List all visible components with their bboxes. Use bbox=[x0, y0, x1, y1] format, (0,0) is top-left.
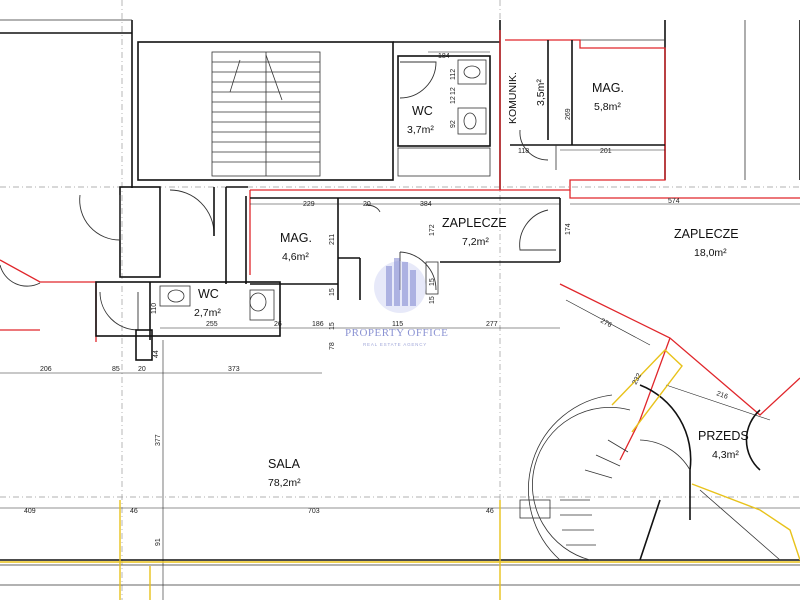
dimension-label: 78 bbox=[329, 342, 336, 350]
room-zaplecze-right: ZAPLECZE 18,0m² bbox=[674, 227, 739, 259]
dimension-label: 703 bbox=[308, 508, 320, 515]
dimension-label: 206 bbox=[40, 366, 52, 373]
room-name: ZAPLECZE bbox=[674, 227, 739, 241]
dimension-label: 91 bbox=[155, 538, 162, 546]
room-zaplecze-mid: ZAPLECZE 7,2m² bbox=[442, 216, 507, 248]
room-area: 18,0m² bbox=[694, 247, 727, 259]
dimension-label: 174 bbox=[565, 223, 572, 235]
dimension-label: 15 bbox=[429, 296, 436, 304]
watermark-title: PROPERTY OFFICE bbox=[345, 327, 448, 339]
room-przeds: PRZEDS 4,3m² bbox=[698, 429, 749, 461]
dimension-label: 115 bbox=[392, 321, 403, 328]
room-labels: WC 3,7m² KOMUNIK. 3,5m² MAG. 5,8m² MAG. … bbox=[194, 72, 749, 489]
dimension-label: 44 bbox=[153, 350, 160, 358]
room-area: 4,6m² bbox=[282, 251, 309, 263]
dimension-label: 255 bbox=[206, 321, 218, 328]
dimension-labels: 184 112 12 12 92 269 118 201 574 229 20 … bbox=[24, 53, 729, 546]
dimension-label: 211 bbox=[329, 234, 336, 245]
room-name: WC bbox=[198, 287, 219, 301]
dimension-label: 85 bbox=[112, 366, 120, 373]
dimension-lines bbox=[0, 51, 800, 600]
dimension-label: 112 bbox=[450, 69, 457, 80]
dimension-label: 46 bbox=[486, 508, 494, 515]
room-area: 5,8m² bbox=[594, 101, 621, 113]
dimension-label: 201 bbox=[600, 148, 612, 155]
room-wc-left: WC 2,7m² bbox=[194, 287, 221, 319]
room-area: 3,5m² bbox=[535, 79, 547, 106]
wc-top-walls bbox=[397, 55, 491, 177]
room-wc-top: WC 3,7m² bbox=[407, 104, 434, 136]
room-name: MAG. bbox=[280, 231, 312, 245]
dimension-label: 12 bbox=[450, 87, 457, 95]
dimension-label: 15 bbox=[429, 278, 436, 286]
room-mag-top: MAG. 5,8m² bbox=[592, 81, 624, 113]
room-mag-left: MAG. 4,6m² bbox=[280, 231, 312, 263]
watermark-logo-icon bbox=[374, 261, 426, 313]
unit-boundary bbox=[0, 30, 800, 461]
room-area: 2,7m² bbox=[194, 307, 221, 319]
dimension-label: 216 bbox=[715, 390, 728, 401]
dimension-label: 574 bbox=[668, 198, 680, 205]
dimension-label: 377 bbox=[155, 434, 162, 446]
watermark: PROPERTY OFFICE REAL ESTATE AGENCY bbox=[345, 258, 448, 347]
mag-zaplecze-walls bbox=[250, 197, 561, 300]
wc-left-walls bbox=[95, 281, 281, 361]
dimension-label: 20 bbox=[138, 366, 146, 373]
room-area: 78,2m² bbox=[268, 477, 301, 489]
dimension-label: 373 bbox=[228, 366, 240, 373]
stair-core bbox=[137, 41, 394, 181]
room-komunik: KOMUNIK. 3,5m² bbox=[507, 72, 547, 124]
spiral-stairs bbox=[528, 349, 800, 561]
room-name: SALA bbox=[268, 457, 301, 471]
outer-walls bbox=[0, 19, 800, 190]
room-name: ZAPLECZE bbox=[442, 216, 507, 230]
dimension-label: 15 bbox=[329, 322, 336, 330]
room-name: PRZEDS bbox=[698, 429, 749, 443]
dimension-label: 229 bbox=[303, 201, 315, 208]
dimension-label: 46 bbox=[130, 508, 138, 515]
dimension-label: 232 bbox=[632, 372, 644, 386]
dimension-label: 15 bbox=[329, 288, 336, 296]
room-area: 7,2m² bbox=[462, 236, 489, 248]
room-name: MAG. bbox=[592, 81, 624, 95]
left-entrance bbox=[0, 186, 248, 287]
watermark-subtitle: REAL ESTATE AGENCY bbox=[363, 342, 427, 347]
room-sala: SALA 78,2m² bbox=[268, 457, 301, 489]
dimension-label: 184 bbox=[438, 53, 450, 60]
room-area: 4,3m² bbox=[712, 449, 739, 461]
dimension-label: 20 bbox=[363, 201, 371, 208]
dimension-label: 277 bbox=[486, 321, 498, 328]
dimension-label: 384 bbox=[420, 201, 432, 208]
dimension-label: 110 bbox=[151, 303, 158, 314]
dimension-label: 118 bbox=[518, 148, 529, 155]
sala-walls bbox=[0, 499, 800, 600]
dimension-label: 172 bbox=[429, 224, 436, 236]
komunik-mag-walls bbox=[510, 40, 665, 170]
dimension-label: 26 bbox=[274, 321, 282, 328]
dimension-label: 92 bbox=[450, 120, 457, 128]
room-name: KOMUNIK. bbox=[507, 72, 519, 124]
room-area: 3,7m² bbox=[407, 124, 434, 136]
dimension-label: 409 bbox=[24, 508, 36, 515]
dimension-label: 269 bbox=[565, 108, 572, 120]
dimension-label: 12 bbox=[450, 96, 457, 104]
dimension-label: 186 bbox=[312, 321, 324, 328]
dimension-label: 276 bbox=[599, 318, 613, 330]
room-name: WC bbox=[412, 104, 433, 118]
